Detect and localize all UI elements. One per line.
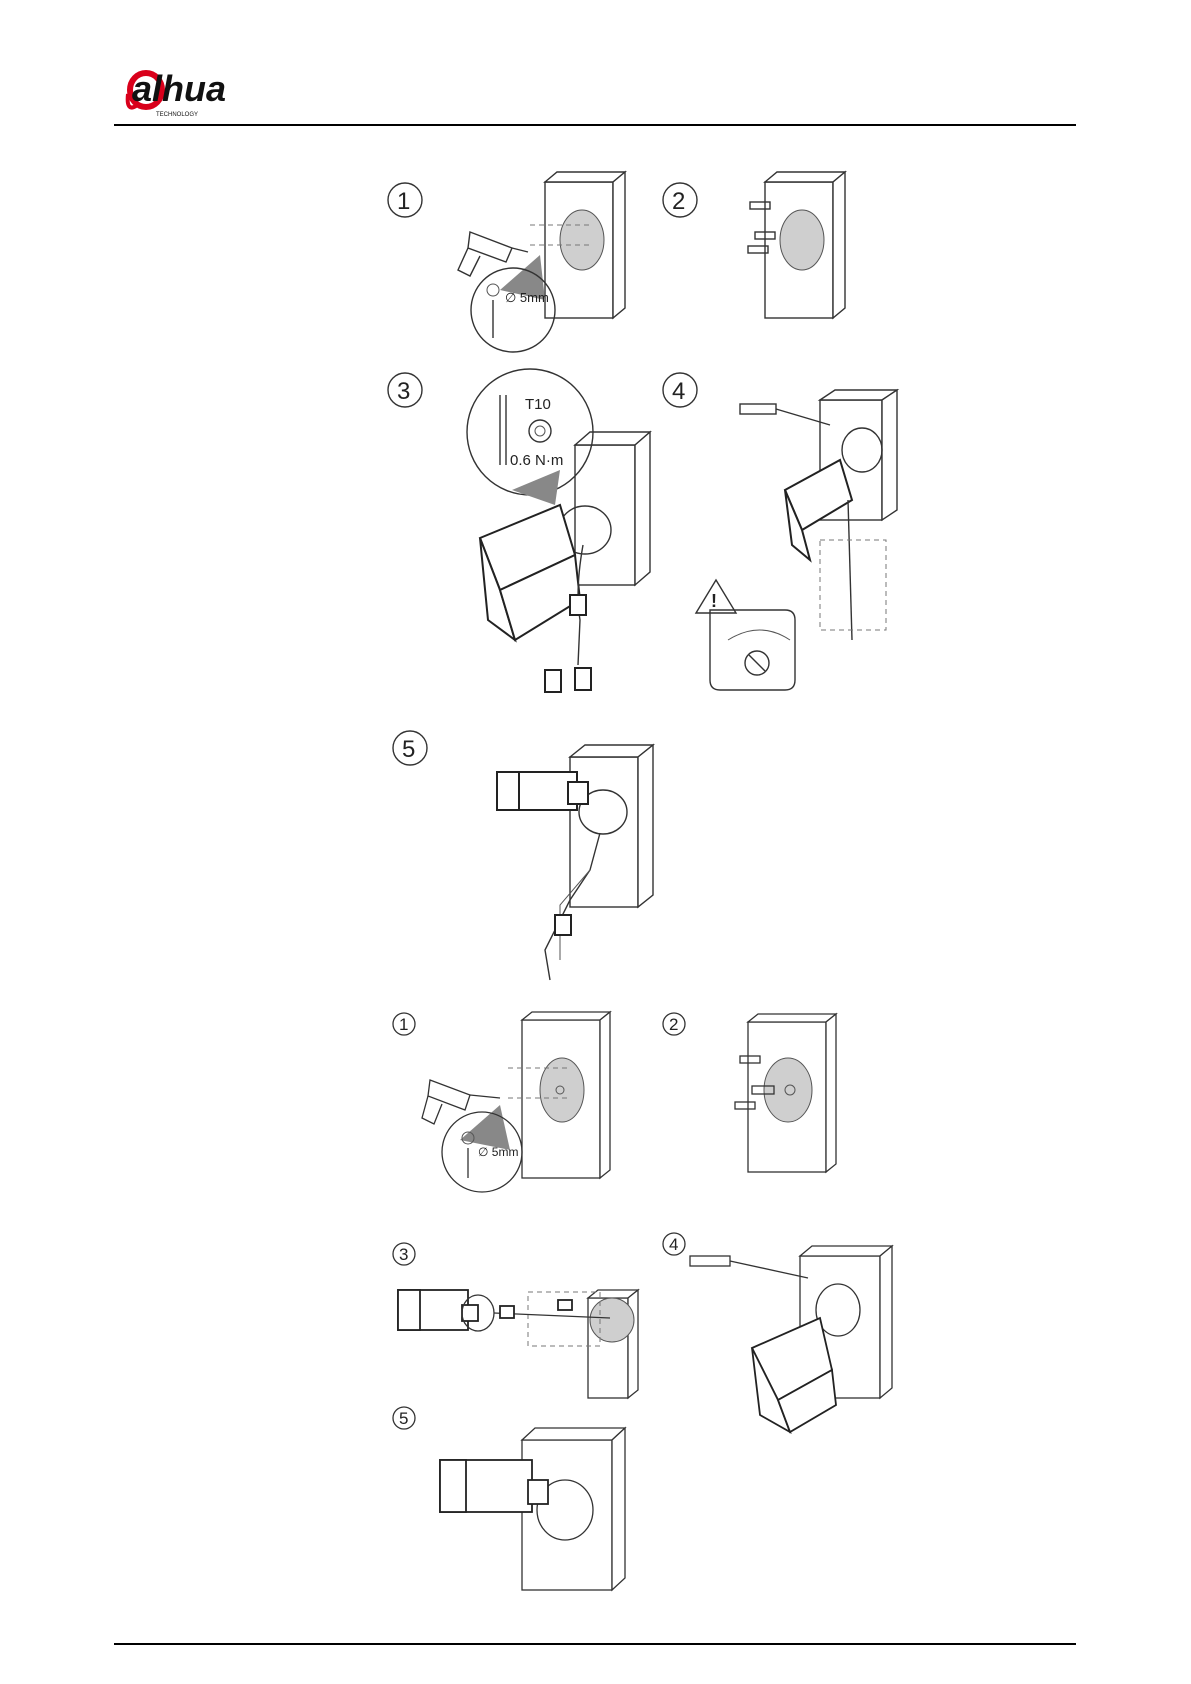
- step-b3: 3: [393, 1243, 638, 1398]
- step-number: 2: [669, 1015, 678, 1034]
- step-number: 1: [399, 1015, 408, 1034]
- step-b2: 2: [663, 1013, 836, 1172]
- mounting-template: [764, 1058, 812, 1122]
- step-b4: 4: [663, 1233, 892, 1432]
- step-b1: 1 ∅ 5mm: [393, 1012, 610, 1192]
- screwdriver-icon: [690, 1256, 808, 1278]
- bullet-camera-icon: [752, 1318, 836, 1432]
- footer-rule: [114, 1643, 1076, 1645]
- wall: [522, 1440, 612, 1590]
- step-b5: 5: [393, 1407, 625, 1590]
- step-number: 4: [669, 1235, 678, 1254]
- bullet-camera-icon: [440, 1460, 548, 1512]
- step-number: 3: [399, 1245, 408, 1264]
- installation-figure-b: .ln2 { fill: none; stroke: #333; stroke-…: [0, 0, 1191, 1640]
- step-number: 5: [399, 1409, 408, 1428]
- drill-size-label: ∅ 5mm: [478, 1145, 518, 1159]
